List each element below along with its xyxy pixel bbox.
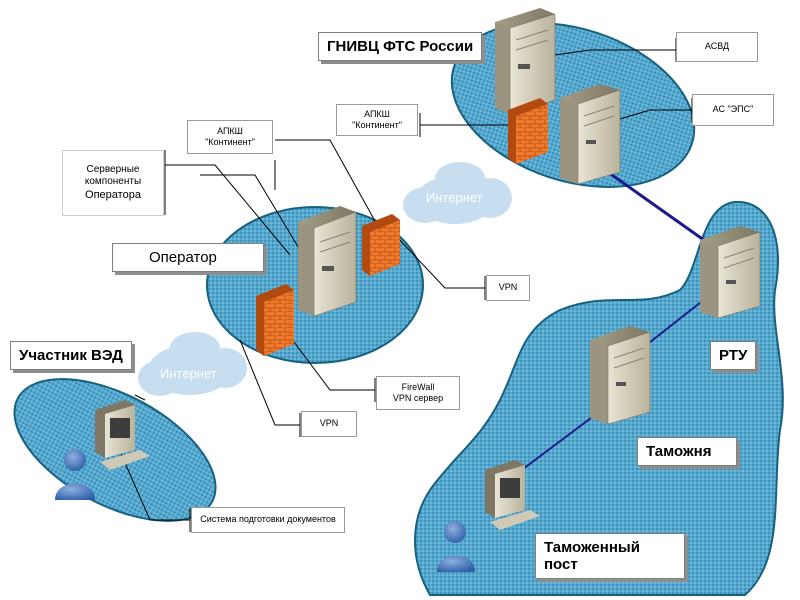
workstation-post-icon (485, 460, 540, 530)
callout-apksh-operator: АПКШ "Континент" (187, 120, 273, 154)
callout-asvd-text: АСВД (704, 41, 730, 52)
callout-server-components-line3: Оператора (85, 188, 141, 201)
callout-vpn-top: VPN (486, 275, 530, 301)
label-fts: ГНИВЦ ФТС России (318, 32, 483, 61)
callout-server-components-line2: компоненты (84, 176, 142, 188)
label-post: Таможенный пост (535, 533, 685, 579)
user-post-icon (437, 521, 475, 572)
callout-docs: Система подготовки документов (191, 507, 345, 533)
server-asvd (495, 8, 556, 115)
callout-vpn-bottom-text: VPN (319, 418, 339, 429)
firewall-fts-icon (508, 98, 548, 164)
callout-apksh-operator-line1: АПКШ (217, 125, 243, 136)
server-aseps (560, 84, 621, 185)
cloud-internet-bottom (138, 332, 247, 396)
label-customs-text: Таможня (646, 443, 712, 460)
label-rtu: РТУ (710, 341, 757, 370)
cloud-internet-top (403, 162, 512, 224)
callout-apksh-fts-line1: АПКШ (364, 108, 390, 119)
internet-label-bottom: Интернет (160, 366, 217, 381)
callout-asvd: АСВД (676, 32, 758, 62)
firewall-operator-bottom-icon (256, 284, 294, 356)
callout-server-components: Серверные компоненты Оператора (62, 150, 164, 216)
label-ved: Участник ВЭД (10, 341, 132, 370)
callout-server-components-line1: Серверные (86, 163, 140, 175)
callout-docs-text: Система подготовки документов (200, 514, 336, 525)
callout-vpn-top-text: VPN (498, 282, 518, 293)
callout-aseps: АС "ЭПС" (692, 94, 774, 126)
callout-apksh-operator-line2: "Континент" (205, 137, 255, 147)
label-operator-text: Оператор (149, 249, 217, 266)
callout-apksh-fts: АПКШ "Континент" (336, 104, 418, 136)
label-customs: Таможня (637, 437, 737, 466)
callout-aseps-text: АС "ЭПС" (712, 104, 754, 115)
workstation-ved-icon (95, 400, 150, 470)
firewall-operator-top-icon (362, 214, 400, 276)
internet-label-top: Интернет (426, 190, 483, 205)
link-rtu-customs (639, 294, 711, 351)
server-customs (590, 326, 651, 425)
server-operator (298, 206, 357, 317)
callout-firewall-line2: VPN сервер (392, 393, 444, 403)
callout-apksh-fts-line2: "Континент" (352, 120, 402, 130)
user-ved-icon (55, 449, 95, 500)
callout-firewall-line1: FireWall (401, 381, 435, 392)
callout-vpn-bottom: VPN (301, 411, 357, 437)
label-operator: Оператор (112, 243, 264, 272)
callout-firewall: FireWall VPN сервер (376, 376, 460, 410)
server-rtu (700, 226, 761, 319)
